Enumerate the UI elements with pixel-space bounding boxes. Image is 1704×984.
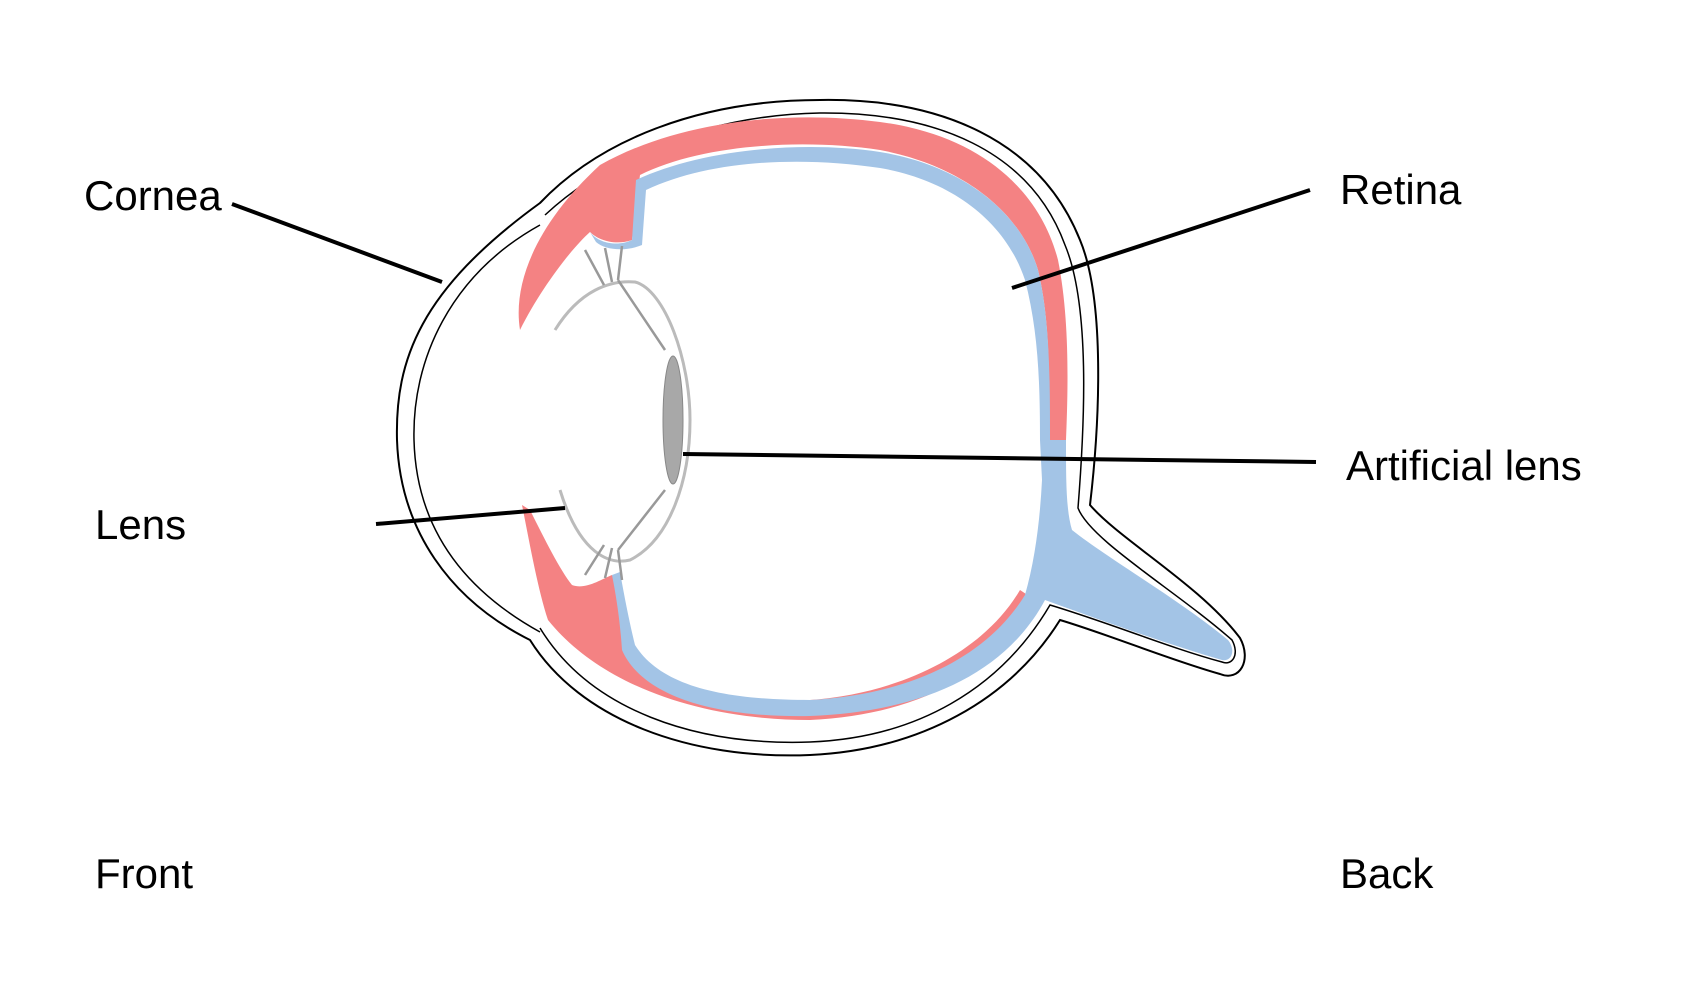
natural-lens-outline: [553, 280, 692, 563]
artificial-lens: [662, 355, 684, 485]
cornea-label: Cornea: [84, 172, 222, 219]
retina-label: Retina: [1340, 166, 1462, 213]
front-label: Front: [95, 850, 193, 897]
cornea-leader-line: [231, 202, 443, 284]
artificial-lens-leader-line: [682, 452, 1317, 464]
sclera-inner-line: [539, 112, 1236, 744]
cornea-inner-line: [413, 224, 541, 633]
zonule-lines-lower: [583, 489, 666, 581]
lens-leader-line: [375, 506, 566, 526]
retina-leader-line: [1011, 188, 1311, 290]
retina-lower-and-optic-nerve: [612, 440, 1233, 717]
sclera-outline: [395, 98, 1246, 757]
back-label: Back: [1340, 850, 1434, 897]
lens-label: Lens: [95, 501, 186, 548]
zonule-lines-upper: [583, 245, 667, 351]
artificial-lens-label: Artificial lens: [1346, 442, 1582, 489]
